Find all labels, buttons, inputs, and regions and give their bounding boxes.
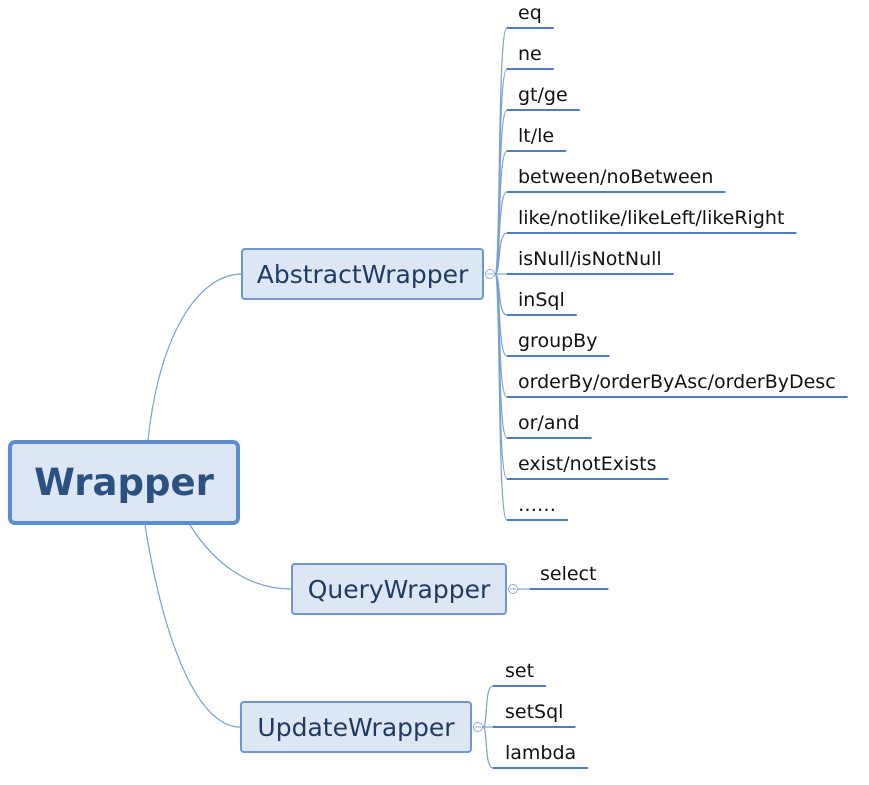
leaf-abstract-9[interactable]: orderBy/orderByAsc/orderByDesc bbox=[518, 371, 836, 393]
leaf-abstract-7[interactable]: inSql bbox=[518, 289, 565, 311]
node-query-wrapper-label: QueryWrapper bbox=[307, 574, 491, 604]
node-query-wrapper[interactable]: QueryWrapper bbox=[291, 563, 507, 615]
node-abstract-wrapper-label: AbstractWrapper bbox=[256, 259, 469, 289]
root-node[interactable]: Wrapper bbox=[8, 440, 240, 525]
leaf-query-0[interactable]: select bbox=[540, 563, 597, 585]
leaf-abstract-11[interactable]: exist/notExists bbox=[518, 453, 657, 475]
leaf-abstract-5[interactable]: like/notlike/likeLeft/likeRight bbox=[518, 207, 785, 229]
leaf-abstract-10[interactable]: or/and bbox=[518, 412, 580, 434]
node-update-wrapper-label: UpdateWrapper bbox=[257, 712, 455, 742]
leaf-abstract-2[interactable]: gt/ge bbox=[518, 84, 568, 106]
leaf-abstract-0[interactable]: eq bbox=[518, 2, 542, 24]
leaf-abstract-4[interactable]: between/noBetween bbox=[518, 166, 714, 188]
node-update-wrapper[interactable]: UpdateWrapper bbox=[240, 701, 472, 753]
edge-root-query bbox=[189, 524, 292, 590]
edge-root-update bbox=[144, 524, 241, 728]
edge-root-abstract bbox=[147, 273, 242, 441]
leaf-edge bbox=[494, 232, 508, 275]
leaf-update-0[interactable]: set bbox=[505, 660, 535, 682]
node-abstract-wrapper[interactable]: AbstractWrapper bbox=[241, 248, 484, 300]
leaf-abstract-1[interactable]: ne bbox=[518, 43, 542, 65]
leaf-abstract-6[interactable]: isNull/isNotNull bbox=[518, 248, 662, 270]
leaf-abstract-8[interactable]: groupBy bbox=[518, 330, 598, 352]
leaf-edge bbox=[482, 685, 494, 728]
leaf-edge bbox=[494, 273, 508, 521]
leaf-update-2[interactable]: lambda bbox=[505, 742, 577, 764]
root-label: Wrapper bbox=[34, 461, 214, 504]
leaf-abstract-3[interactable]: lt/le bbox=[518, 125, 555, 147]
leaf-update-1[interactable]: setSql bbox=[505, 701, 564, 723]
leaf-abstract-12[interactable]: …… bbox=[518, 494, 556, 516]
leaf-edge bbox=[482, 726, 494, 769]
